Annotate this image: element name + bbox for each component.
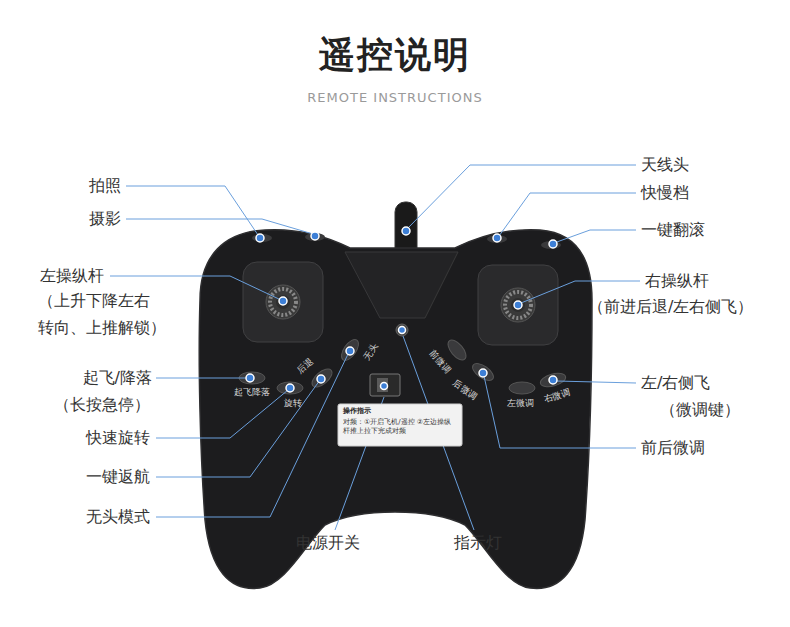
callout-label: 右操纵杆 <box>645 271 709 290</box>
leader-line <box>126 219 313 234</box>
center-panel <box>345 252 458 318</box>
stick-grip <box>505 292 531 318</box>
leader-line <box>156 390 288 438</box>
callout-note: （前进后退/左右侧飞） <box>588 297 753 316</box>
button-label: 起飞降落 <box>234 387 270 398</box>
marker-dot <box>549 376 557 384</box>
marker-dot <box>479 369 487 377</box>
callout-label: 一键返航 <box>86 467 150 486</box>
marker-dots <box>246 227 557 392</box>
button-label: 左微调 <box>507 398 534 409</box>
push-button <box>470 360 497 384</box>
marker-dot <box>311 232 319 240</box>
shoulder-button <box>252 234 272 242</box>
subtitle: REMOTE INSTRUCTIONS <box>307 90 482 106</box>
controller-body <box>199 230 592 589</box>
marker-dot <box>317 375 325 383</box>
leader-line <box>408 165 636 228</box>
marker-dot <box>246 374 254 382</box>
leader-line <box>156 378 246 379</box>
stick-cap <box>276 295 290 309</box>
callout-label: 天线头 <box>641 155 689 174</box>
leader-line <box>554 230 636 243</box>
leader-lines <box>110 165 640 530</box>
push-button <box>539 371 567 389</box>
push-button <box>309 366 335 391</box>
push-button <box>338 337 362 364</box>
leader-line <box>484 376 636 448</box>
shoulder-button <box>487 235 507 243</box>
callout-label: 无头模式 <box>86 507 150 526</box>
push-button <box>445 337 470 363</box>
switch-slider <box>377 378 388 392</box>
callout-label: 摄影 <box>89 209 121 228</box>
callout-label: 指示灯 <box>454 533 502 552</box>
marker-dot <box>514 301 522 309</box>
callout-label: 起飞/降落 <box>83 368 152 387</box>
callout-label: 左操纵杆 <box>40 266 104 285</box>
callout-label: 前后微调 <box>641 438 705 457</box>
shoulder-button <box>305 233 325 241</box>
push-button <box>509 382 535 394</box>
callout-label: 左/右侧飞 <box>641 373 710 392</box>
callout-note: （微调键） <box>660 400 740 419</box>
leader-line <box>556 381 636 383</box>
marker-dot <box>402 227 410 235</box>
indicator-light <box>396 324 408 336</box>
leader-line <box>156 352 349 517</box>
marker-dot <box>279 297 287 305</box>
stick-well <box>478 265 558 345</box>
push-button <box>277 382 303 394</box>
callout-label: 快速旋转 <box>86 428 150 447</box>
stick-cap <box>511 298 525 312</box>
marker-dot <box>256 234 264 242</box>
sticker-heading: 操作指示 <box>343 407 371 415</box>
stick-well <box>243 262 323 342</box>
power-switch <box>370 374 400 396</box>
marker-dot <box>493 234 501 242</box>
button-label: 旋转 <box>284 398 302 409</box>
leader-line <box>156 380 320 477</box>
stick-knob <box>266 285 300 319</box>
stick-knob <box>501 288 535 322</box>
sticker-text: 对频：①开启飞机/遥控 ②左边操纵杆推上拉下完成对频 <box>343 418 457 436</box>
stick-grip <box>270 289 296 315</box>
callout-label: 电源开关 <box>296 533 360 552</box>
callout-label: 快慢档 <box>641 183 689 202</box>
page-title: 遥控说明 <box>319 33 471 76</box>
callout-note: （长按急停） <box>54 395 150 414</box>
callout-label: 一键翻滚 <box>641 220 705 239</box>
marker-dot <box>399 327 406 334</box>
shoulder-button <box>541 241 561 249</box>
leader-line <box>126 186 258 235</box>
marker-dot <box>346 347 354 355</box>
marker-dot <box>286 384 294 392</box>
callout-label: 拍照 <box>89 176 121 195</box>
callout-note: （上升下降左右 转向、上推解锁） <box>38 287 188 341</box>
instruction-sticker <box>338 404 462 446</box>
marker-dot <box>549 240 557 248</box>
marker-dot <box>381 383 388 390</box>
